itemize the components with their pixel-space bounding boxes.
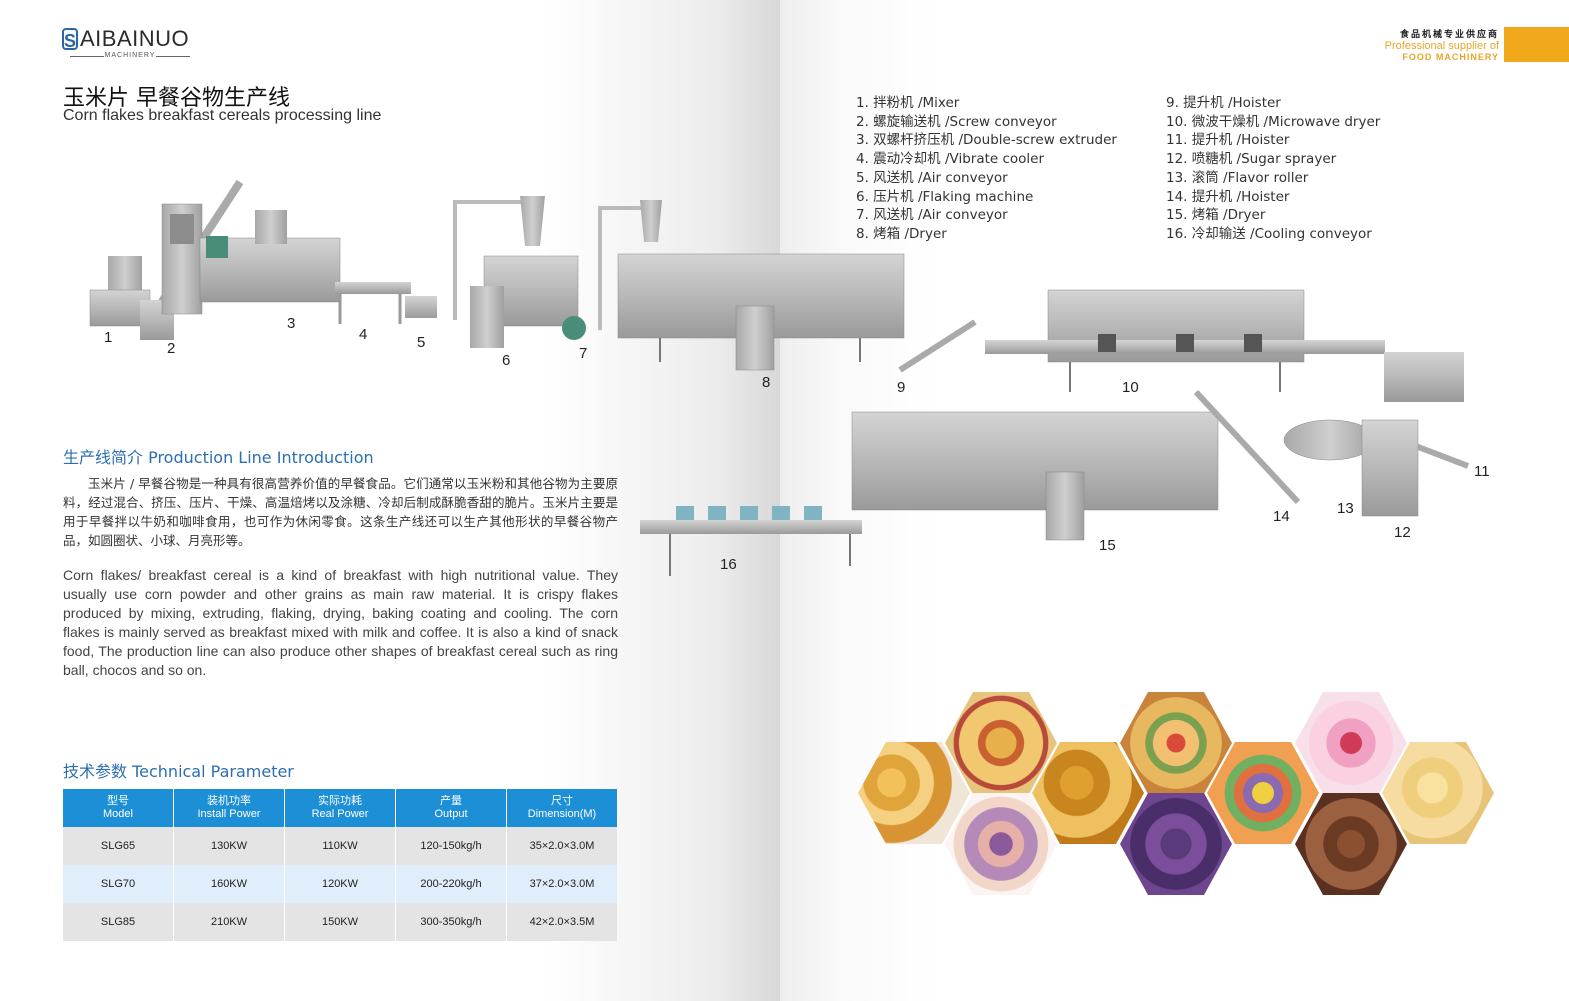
page-title-cn: 玉米片 早餐谷物生产线	[63, 86, 290, 111]
table-cell: 37×2.0×3.0M	[506, 865, 617, 903]
machine-label-11: 11	[1474, 463, 1490, 480]
tech-heading: 技术参数 Technical Parameter	[63, 762, 294, 781]
list-item: 2. 螺旋输送机 /Screw conveyor	[856, 113, 1057, 130]
machine-label-15: 15	[1099, 537, 1116, 554]
machine-label-13: 13	[1337, 500, 1354, 517]
table-cell: SLG70	[63, 865, 174, 903]
table-cell: 150KW	[284, 903, 396, 941]
list-item: 15. 烤箱 /Dryer	[1166, 207, 1266, 224]
machine-label-1: 1	[104, 329, 113, 346]
machine-label-7: 7	[579, 345, 588, 362]
table-cell: 120-150kg/h	[395, 827, 507, 865]
table-cell: 42×2.0×3.5M	[506, 903, 617, 941]
list-item: 3. 双螺杆挤压机 /Double-screw extruder	[856, 132, 1117, 149]
machine-label-12: 12	[1394, 524, 1411, 541]
table-cell: 130KW	[173, 827, 285, 865]
list-item: 8. 烤箱 /Dryer	[856, 225, 947, 242]
table-cell: 160KW	[173, 865, 285, 903]
list-item: 5. 风送机 /Air conveyor	[856, 169, 1008, 186]
table-row: SLG70 160KW 120KW 200-220kg/h 37×2.0×3.0…	[63, 865, 617, 903]
list-item: 6. 压片机 /Flaking machine	[856, 188, 1034, 205]
supplier-tagline: 食品机械专业供应商 Professional supplier of FOOD …	[1385, 27, 1499, 62]
intro-text-cn: 玉米片 / 早餐谷物是一种具有很高营养价值的早餐食品。它们通常以玉米粉和其他谷物…	[63, 476, 618, 548]
machine-label-5: 5	[417, 334, 426, 351]
list-item: 14. 提升机 /Hoister	[1166, 188, 1290, 205]
logo-mark-icon: S	[62, 28, 78, 51]
supplier-en: Professional supplier of	[1384, 40, 1499, 52]
brand-sub: MACHINERY	[70, 52, 190, 59]
machine-label-4: 4	[359, 326, 368, 343]
table-cell: 110KW	[284, 827, 396, 865]
brand-name: AIBAINUO	[80, 26, 190, 51]
table-cell: 120KW	[284, 865, 396, 903]
brand-logo: S AIBAINUO MACHINERY	[62, 26, 192, 62]
table-cell: 35×2.0×3.0M	[506, 827, 617, 865]
cereal-photo	[858, 742, 970, 844]
list-item: 9. 提升机 /Hoister	[1166, 95, 1281, 111]
list-item: 10. 微波干燥机 /Microwave dryer	[1166, 113, 1381, 130]
table-cell: 300-350kg/h	[395, 903, 507, 941]
page-title-en: Corn flakes breakfast cereals processing…	[63, 107, 382, 124]
table-cell: 210KW	[173, 903, 285, 941]
machine-label-9: 9	[897, 379, 906, 396]
machine-label-8: 8	[762, 374, 771, 391]
supplier-cn: 食品机械专业供应商	[1399, 30, 1499, 40]
intro-text-en: Corn flakes/ breakfast cereal is a kind …	[63, 567, 618, 678]
table-cell: SLG65	[63, 827, 174, 865]
table-cell: 200-220kg/h	[395, 865, 507, 903]
machine-label-16: 16	[720, 556, 737, 573]
machine-label-6: 6	[502, 352, 511, 369]
table-row: SLG65 130KW 110KW 120-150kg/h 35×2.0×3.0…	[63, 827, 617, 865]
supplier-en-bold: FOOD MACHINERY	[1402, 52, 1499, 62]
list-item: 4. 震动冷却机 /Vibrate cooler	[856, 151, 1045, 168]
list-item: 11. 提升机 /Hoister	[1166, 132, 1290, 149]
list-item: 7. 风送机 /Air conveyor	[856, 207, 1008, 224]
machine-label-3: 3	[287, 315, 296, 332]
machine-label-10: 10	[1122, 379, 1139, 396]
table-cell: SLG85	[63, 903, 174, 941]
list-item: 1. 拌粉机 /Mixer	[856, 95, 960, 111]
component-list-right: 9. 提升机 /Hoister 10. 微波干燥机 /Microwave dry…	[1166, 94, 1380, 244]
list-item: 12. 喷糖机 /Sugar sprayer	[1166, 151, 1337, 168]
machine-label-14: 14	[1273, 508, 1290, 525]
accent-bar	[1504, 27, 1569, 62]
table-row: SLG85 210KW 150KW 300-350kg/h 42×2.0×3.5…	[63, 903, 617, 941]
component-list-left: 1. 拌粉机 /Mixer 2. 螺旋输送机 /Screw conveyor 3…	[856, 94, 1117, 244]
list-item: 16. 冷却输送 /Cooling conveyor	[1166, 225, 1372, 242]
machine-label-2: 2	[167, 340, 176, 357]
intro-heading: 生产线简介 Production Line Introduction	[63, 448, 374, 467]
list-item: 13. 滚筒 /Flavor roller	[1166, 169, 1309, 186]
